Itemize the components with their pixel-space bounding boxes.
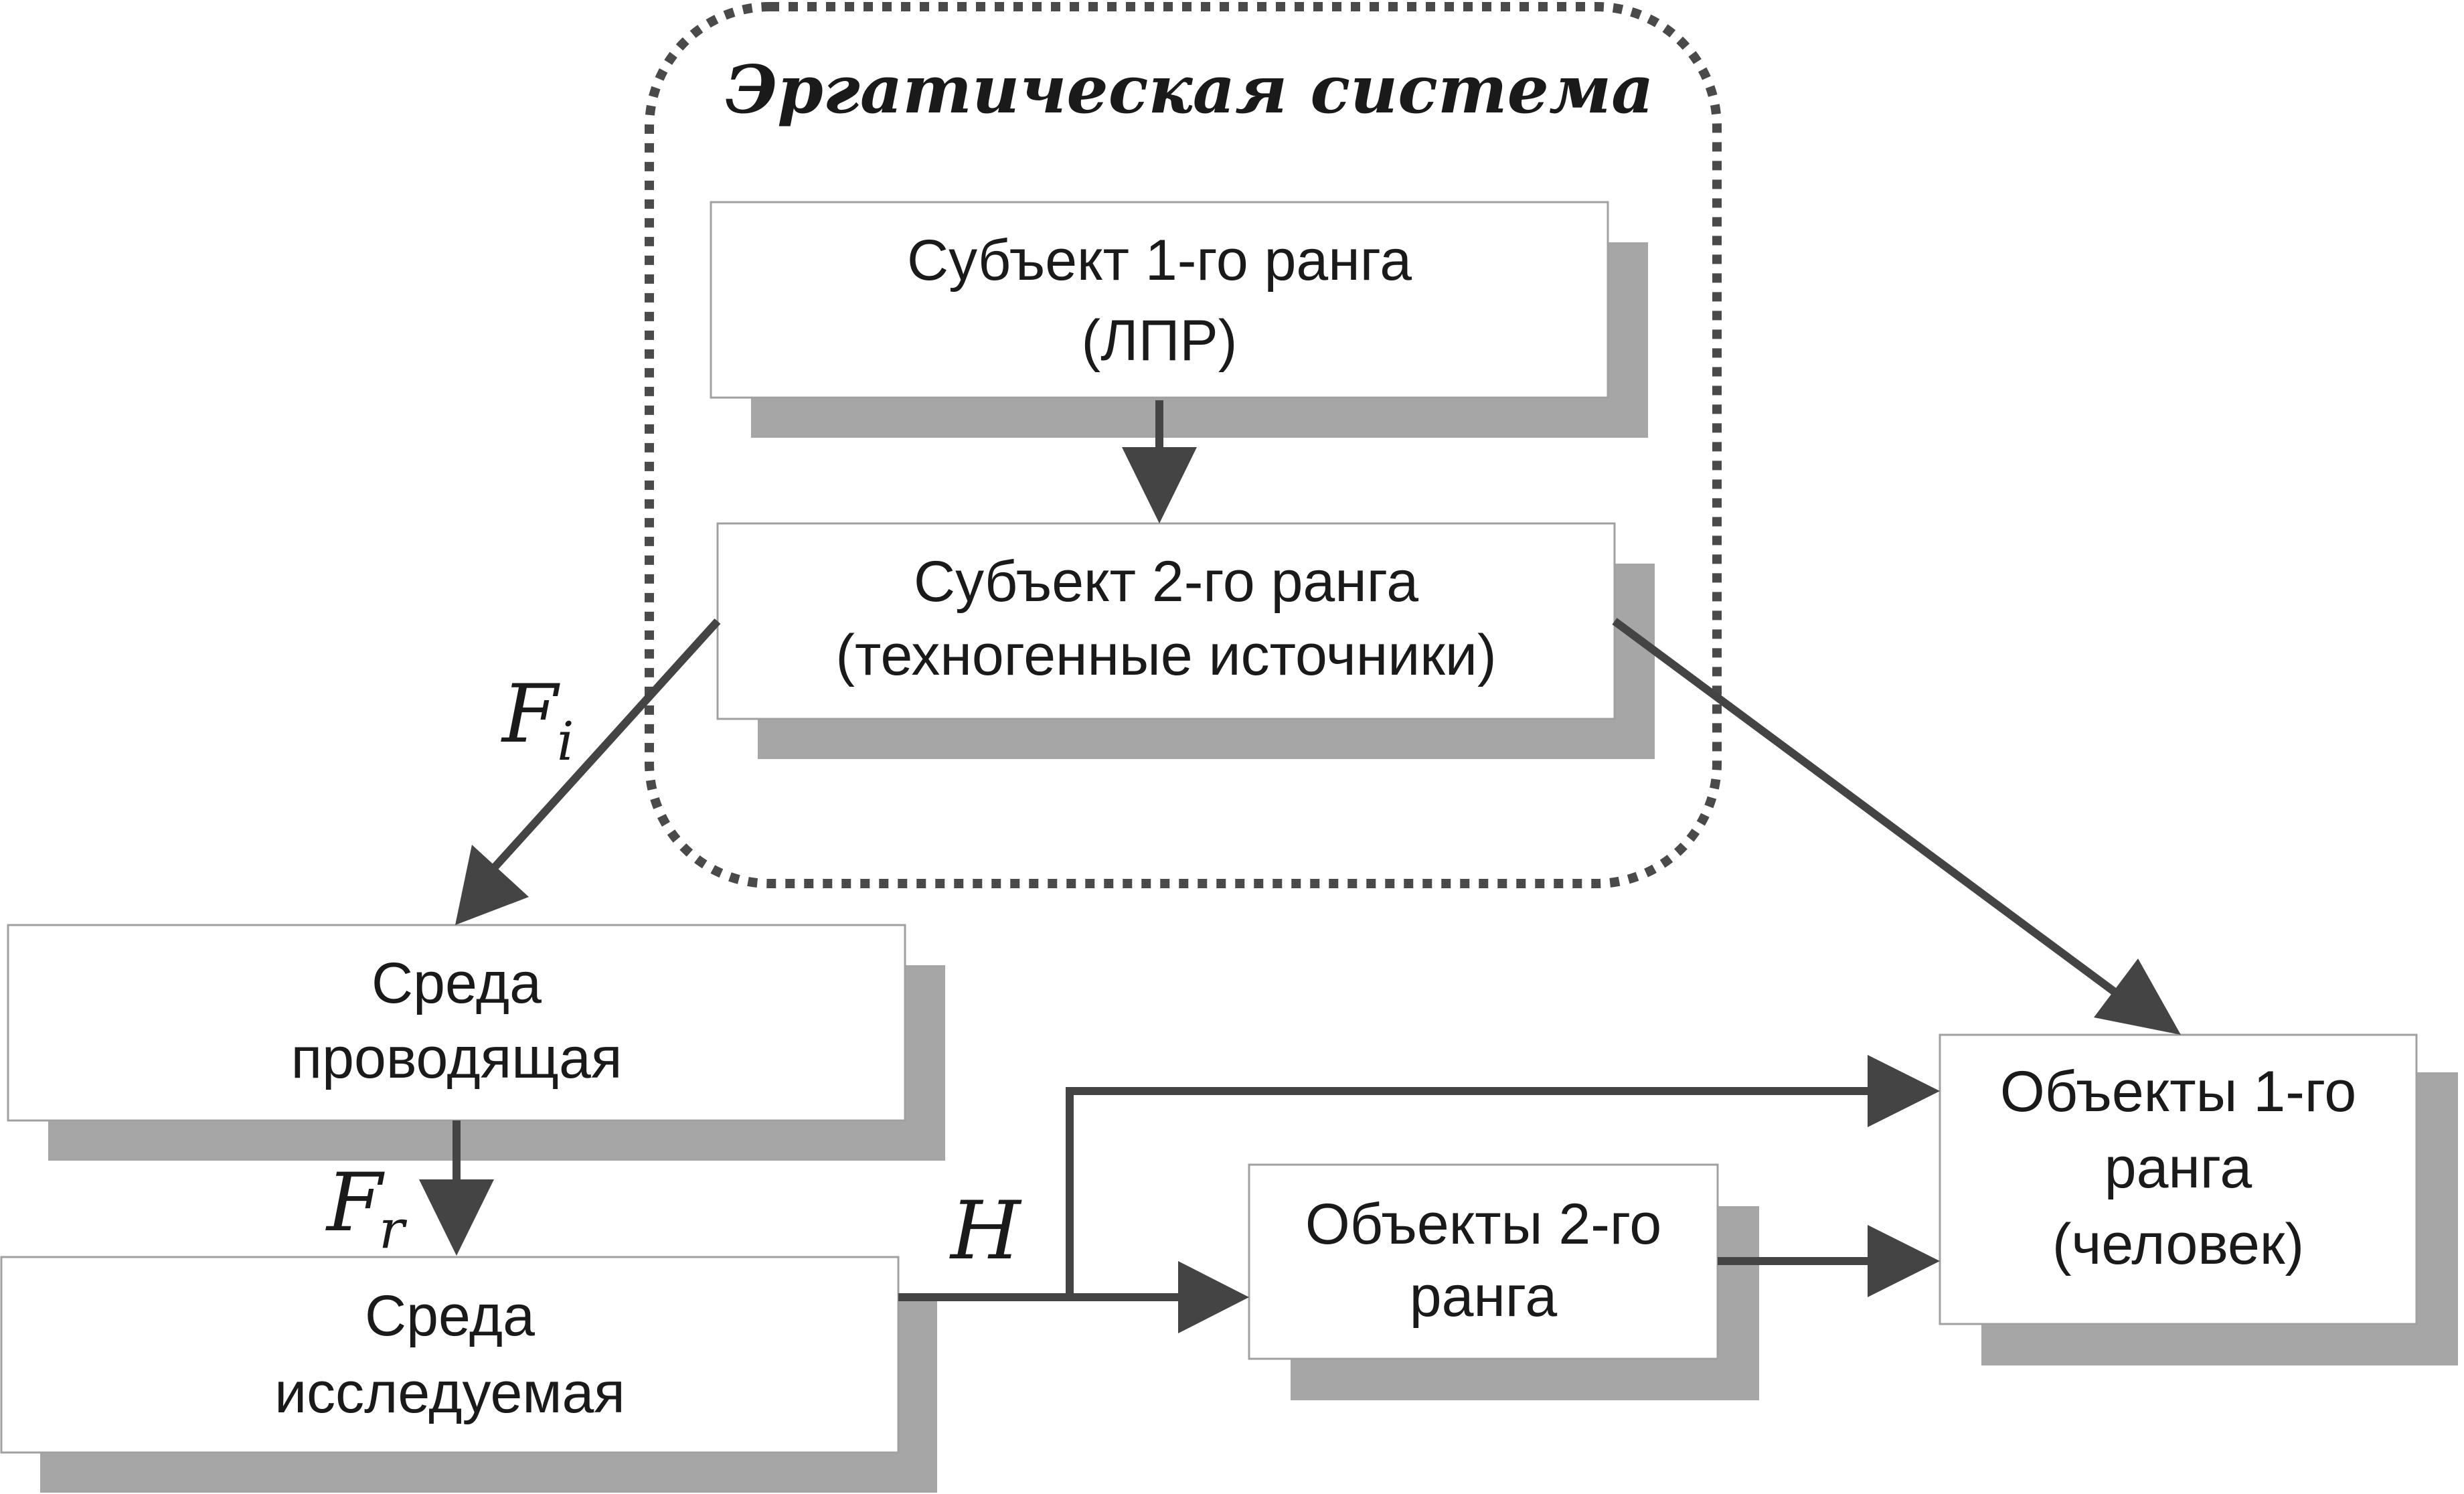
- flow-fi-symbol: F: [501, 668, 560, 761]
- arrow-head: [1178, 1261, 1249, 1333]
- subject-2-label: Субъект 2-го ранга: [914, 550, 1418, 614]
- subject-2-node: Субъект 2-го ранга (техногенные источник…: [716, 522, 1655, 759]
- conducting-medium-node: Среда проводящая: [7, 924, 945, 1161]
- flow-label-fi: F i: [501, 668, 574, 772]
- flow-label-h: H: [949, 1185, 1022, 1278]
- arrow-head: [419, 1179, 494, 1256]
- objects-2-sublabel: ранга: [1410, 1264, 1558, 1329]
- conducting-medium-sublabel: проводящая: [291, 1026, 623, 1090]
- arrow-shaft: [1066, 1087, 1874, 1297]
- arrow-objects2-to-objects1: [1718, 1225, 1940, 1297]
- subject-1-sublabel: (ЛПР): [1082, 309, 1238, 373]
- ergatic-system-title: Эргатическая система: [725, 52, 1653, 129]
- objects-2-box: [1248, 1163, 1719, 1360]
- studied-medium-box: [0, 1256, 900, 1454]
- arrow-subject2-to-conducting-medium: [455, 618, 721, 925]
- flow-fr-subscript: r: [379, 1198, 408, 1260]
- arrow-studied-medium-to-objects2: [898, 1261, 1249, 1333]
- conducting-medium-label: Среда: [372, 951, 542, 1015]
- flow-fi-subscript: i: [557, 710, 574, 772]
- arrow-head: [1868, 1225, 1940, 1297]
- objects-1-note: (человек): [2052, 1212, 2304, 1276]
- ergatic-system-frame: Эргатическая система: [645, 2, 1722, 888]
- arrow-shaft: [1612, 618, 2125, 1001]
- objects-2-label: Объекты 2-го: [1305, 1192, 1661, 1256]
- flow-label-fr: F r: [325, 1157, 408, 1260]
- studied-medium-node: Среда исследуемая: [0, 1256, 937, 1493]
- subject-2-box: [716, 522, 1616, 720]
- studied-medium-label: Среда: [365, 1284, 535, 1348]
- objects-2-node: Объекты 2-го ранга: [1248, 1163, 1759, 1400]
- objects-1-sublabel: ранга: [2105, 1136, 2252, 1200]
- arrow-head: [455, 845, 529, 925]
- flow-fr-symbol: F: [325, 1157, 385, 1250]
- subject-1-label: Субъект 1-го ранга: [907, 228, 1412, 293]
- arrow-shaft: [489, 618, 721, 874]
- arrow-head: [1868, 1055, 1940, 1127]
- studied-medium-sublabel: исследуемая: [274, 1361, 625, 1425]
- arrow-subject1-to-subject2: [1122, 400, 1197, 523]
- ergatic-system-border: [645, 2, 1722, 888]
- arrow-h-branch-to-objects1: [1066, 1055, 1940, 1297]
- flow-h-symbol: H: [949, 1185, 1022, 1278]
- subject-1-box: [710, 201, 1609, 399]
- arrow-head: [2094, 959, 2181, 1035]
- arrow-conducting-to-studied-medium: [419, 1120, 494, 1256]
- subject-1-node: Субъект 1-го ранга (ЛПР): [710, 201, 1648, 438]
- arrow-head: [1122, 447, 1197, 523]
- arrow-subject2-to-objects1: [1612, 618, 2181, 1035]
- objects-1-box: [1939, 1033, 2418, 1325]
- objects-1-node: Объекты 1-го ранга (человек): [1939, 1033, 2458, 1365]
- subject-2-sublabel: (техногенные источники): [835, 623, 1496, 687]
- objects-1-label: Объекты 1-го: [2000, 1060, 2356, 1124]
